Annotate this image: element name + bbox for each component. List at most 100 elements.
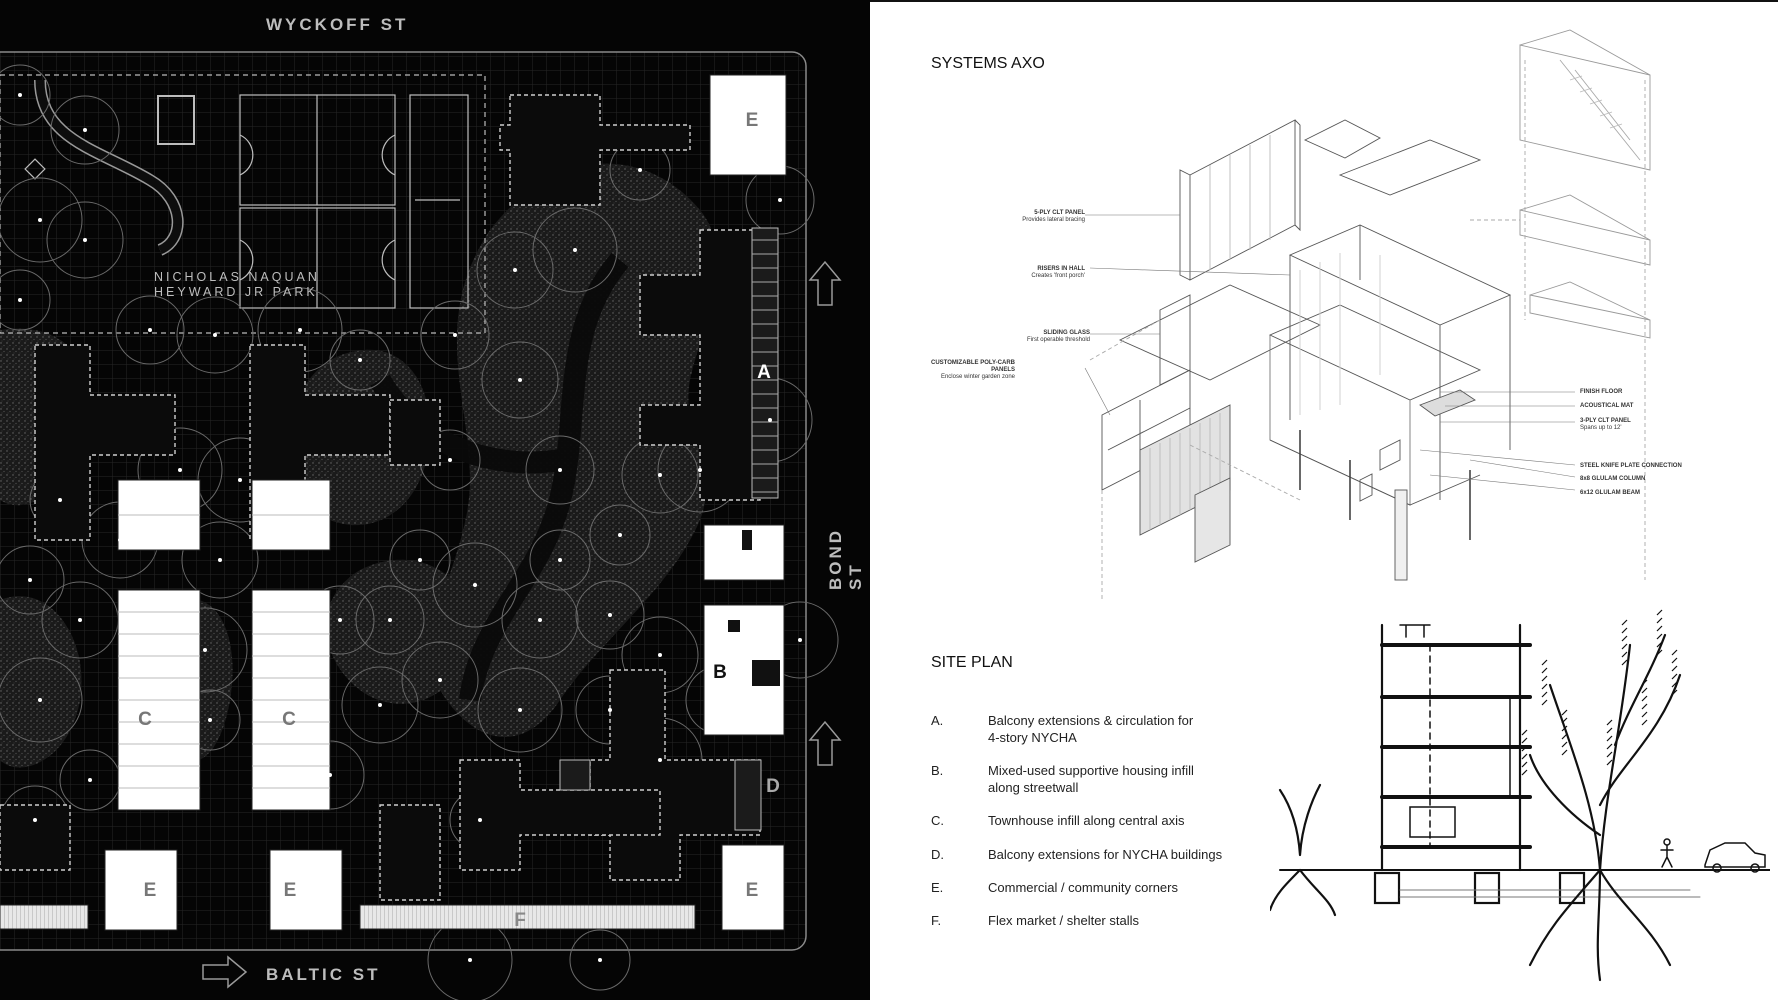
axo-title: SYSTEMS AXO <box>931 55 1045 72</box>
tree-trunk-dot <box>38 218 42 222</box>
tree-trunk-dot <box>778 198 782 202</box>
zone-label-f: F <box>514 910 526 931</box>
tree-trunk-dot <box>658 473 662 477</box>
tree-dots <box>18 93 802 962</box>
tree-canopy <box>401 641 479 719</box>
tree-trunk-dot <box>338 618 342 622</box>
tree-canopy <box>0 657 83 743</box>
tree-canopy <box>181 521 259 599</box>
tree-canopy <box>0 545 65 615</box>
zone-label-e-ne: E <box>746 110 759 131</box>
foliage-tick <box>1621 627 1628 634</box>
street-label-south: BALTIC ST <box>266 965 381 984</box>
tree-canopy <box>115 295 185 365</box>
tree-trunk-dot <box>218 558 222 562</box>
zone-label-a: A <box>757 362 771 383</box>
tree-trunk-dot <box>328 773 332 777</box>
park-boundary <box>0 74 486 334</box>
infill-b <box>703 524 785 736</box>
callout-glulam-beam: 6x12 GLULAM BEAM <box>1580 490 1641 496</box>
zone-label-e-sw: E <box>144 880 157 901</box>
foliage-tick <box>1641 711 1648 718</box>
tree-trunk-dot <box>453 333 457 337</box>
tree-canopy <box>329 329 391 391</box>
foliage-tick <box>1541 683 1548 690</box>
tree-trunk-dot <box>598 958 602 962</box>
tree-canopy <box>50 95 120 165</box>
tree-canopy <box>355 585 425 655</box>
tree-trunk-dot <box>448 458 452 462</box>
tree-trunk-dot <box>178 468 182 472</box>
foliage-tick <box>1641 703 1648 710</box>
tree-canopy <box>589 504 651 566</box>
foliage-tick <box>1621 643 1628 650</box>
foliage-tick <box>1521 769 1528 776</box>
tree-trunk-dot <box>203 648 207 652</box>
infill-b-cores <box>728 530 780 686</box>
zone-label-c-2: C <box>282 709 296 730</box>
tree-trunk-dot <box>558 558 562 562</box>
tree-trunk-dot <box>438 678 442 682</box>
foliage-tick <box>1561 725 1568 732</box>
systems-axo-drawing <box>1084 29 1651 600</box>
foliage-tick <box>1606 743 1613 750</box>
tree-trunk-dot <box>518 708 522 712</box>
foliage-tick <box>1656 609 1663 616</box>
tree-trunk-dot <box>118 538 122 542</box>
tree-trunk-dot <box>208 718 212 722</box>
foliage-tick <box>1671 673 1678 680</box>
tree-trunk-dot <box>18 93 22 97</box>
tree-canopy <box>575 580 645 650</box>
tree-trunk-dot <box>638 168 642 172</box>
foliage-tick <box>1541 667 1548 674</box>
tree-trunk-dot <box>18 298 22 302</box>
balcony-ticks <box>752 239 778 493</box>
tree-trunk-dot <box>83 128 87 132</box>
callout-acoustical-mat: ACOUSTICAL MAT <box>1580 403 1634 409</box>
tree-trunk-dot <box>33 818 37 822</box>
foliage-tick <box>1621 619 1628 626</box>
right-panel <box>870 0 1778 1000</box>
tree-trunk-dot <box>58 498 62 502</box>
zone-label-e-se: E <box>746 880 759 901</box>
foliage-tick <box>1561 749 1568 756</box>
tree-trunk-dot <box>768 418 772 422</box>
tree-canopy <box>525 435 595 505</box>
section-sketch <box>1270 609 1770 982</box>
foliage-tick <box>1541 699 1548 706</box>
foliage-tick <box>1521 745 1528 752</box>
site-plan-drawing: E A B C C D E E E F NICHOLAS NAQUAN HEYW… <box>0 51 842 1000</box>
foliage-tick <box>1656 617 1663 624</box>
tree-trunk-dot <box>573 248 577 252</box>
foliage-tick <box>1606 759 1613 766</box>
tree-canopy <box>0 269 51 331</box>
tree-trunk-dot <box>468 958 472 962</box>
tree-trunk-dot <box>28 578 32 582</box>
foliage-tick <box>1671 689 1678 696</box>
foliage-tick <box>1606 735 1613 742</box>
tree-trunk-dot <box>513 268 517 272</box>
foliage-tick <box>1621 651 1628 658</box>
tree-trunk-dot <box>388 618 392 622</box>
foliage-tick <box>1561 709 1568 716</box>
flow-arrows <box>202 260 842 989</box>
tree-canopy <box>176 296 254 374</box>
zone-label-e-s: E <box>284 880 297 901</box>
site-plan-title: SITE PLAN <box>931 654 1013 671</box>
foliage-tick <box>1521 729 1528 736</box>
foliage-tick <box>1656 641 1663 648</box>
callout-finish-floor: FINISH FLOOR <box>1580 389 1623 395</box>
foliage-tick <box>1671 649 1678 656</box>
zone-label-b: B <box>713 662 727 683</box>
foliage-tick <box>1521 737 1528 744</box>
tree-trunk-dot <box>608 708 612 712</box>
foliage-tick <box>1541 691 1548 698</box>
tree-trunk-dot <box>148 328 152 332</box>
tree-trunk-dot <box>558 468 562 472</box>
foliage-tick <box>1606 751 1613 758</box>
callout-knife-plate: STEEL KNIFE PLATE CONNECTION <box>1580 463 1682 469</box>
